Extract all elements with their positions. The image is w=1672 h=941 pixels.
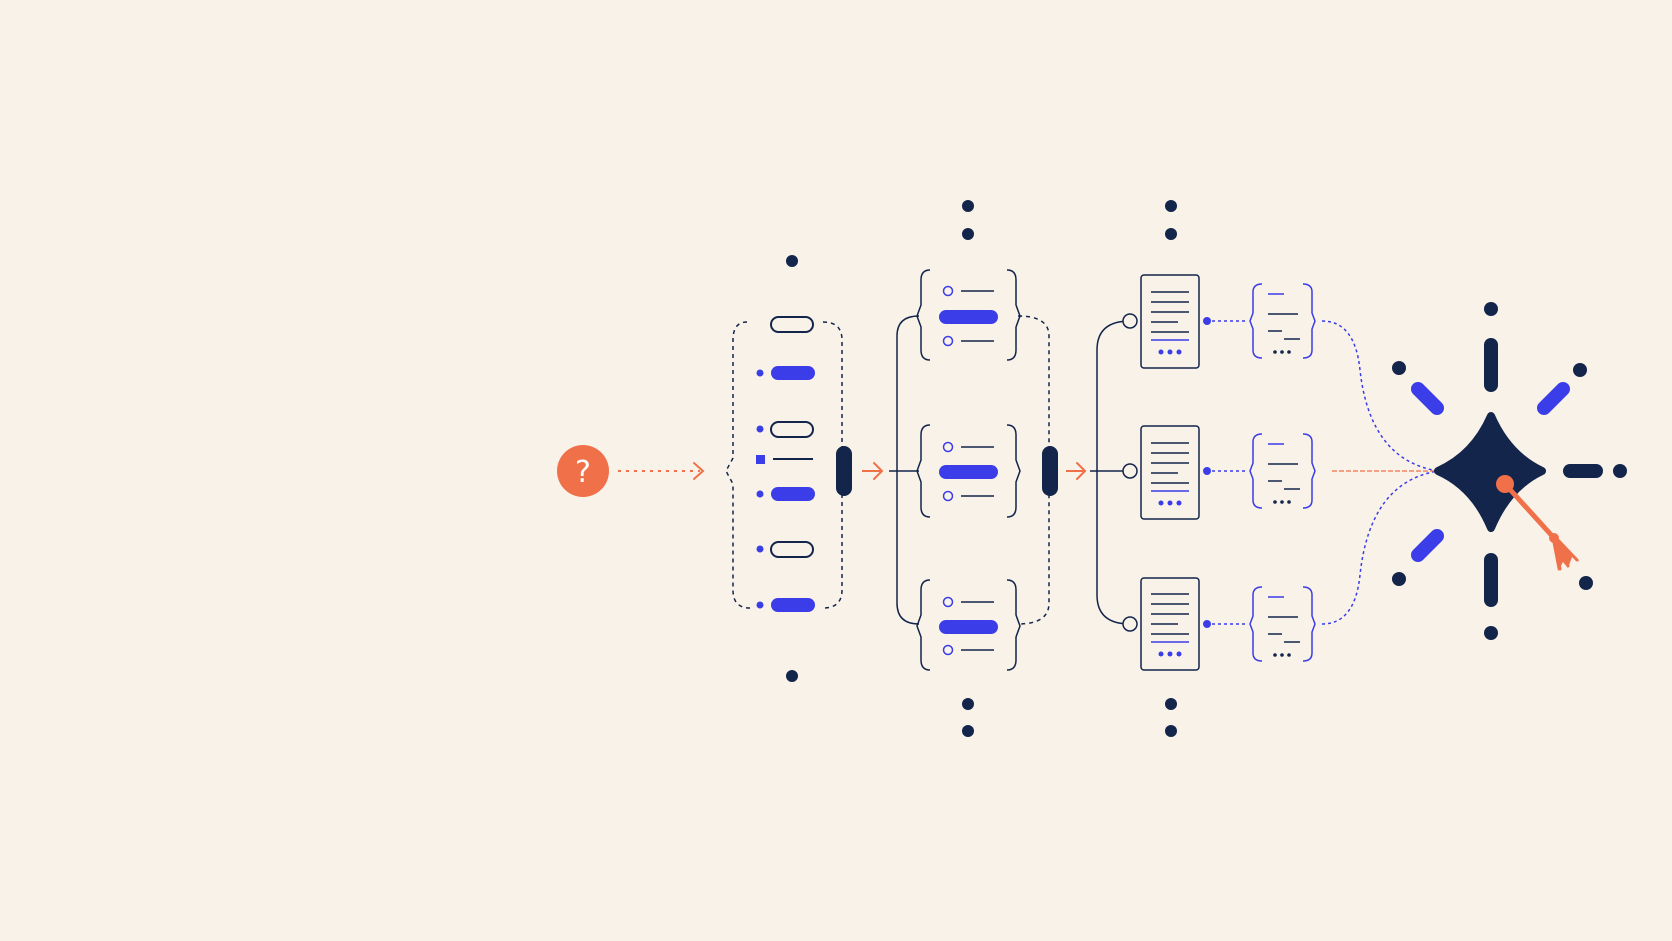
ray-dot: [1484, 302, 1498, 316]
question-circle: [557, 445, 609, 497]
four-point-star-with-tassel-icon: [1434, 412, 1546, 532]
radio-icon: [942, 335, 954, 347]
junction-bar: [1042, 446, 1058, 496]
snippet-card: [1249, 433, 1316, 509]
left-brace: [916, 269, 931, 361]
option-pill-outline: [770, 421, 814, 438]
question-mark-icon: ?: [575, 455, 591, 490]
ray-dot: [1484, 626, 1498, 640]
left-brace: [725, 321, 751, 609]
stage-2-column: [889, 200, 1050, 737]
ray-bar-accent: [1411, 382, 1444, 415]
ray-bar-accent: [1537, 382, 1570, 415]
option-pill-filled: [771, 598, 815, 612]
right-brace: [1006, 579, 1021, 671]
selected-pill: [939, 465, 998, 479]
junction-bar: [836, 446, 852, 496]
ray-dot: [1392, 361, 1406, 375]
stage-3-column: [1090, 200, 1248, 737]
output-node: [1392, 302, 1627, 640]
ellipsis-dot: [1165, 228, 1177, 240]
ellipsis-dot: [1165, 200, 1177, 212]
connector-node: [1122, 616, 1138, 632]
candidate-group: [916, 269, 1021, 361]
ray-bar-accent: [1411, 529, 1444, 562]
ray-dot: [1613, 464, 1627, 478]
document-fan-bracket: [1096, 320, 1131, 625]
radio-icon: [942, 285, 954, 297]
ray-dot: [1573, 363, 1587, 377]
ray-bar: [1563, 464, 1603, 478]
ray-dot: [1392, 572, 1406, 586]
snippet-card: [1249, 283, 1316, 359]
left-brace: [916, 424, 931, 518]
connector-node: [1122, 463, 1138, 479]
ellipsis-dot: [786, 670, 798, 682]
right-brace: [1006, 269, 1021, 361]
option-dot: [756, 425, 764, 433]
group-bracket-left: [896, 315, 920, 625]
stage-4-column: [1249, 283, 1316, 662]
option-pill-outline: [770, 316, 814, 333]
ellipsis-dot: [1165, 698, 1177, 710]
ellipsis-dot: [962, 725, 974, 737]
ellipsis-dot: [962, 200, 974, 212]
left-brace: [916, 579, 931, 671]
option-pill-outline: [770, 541, 814, 558]
right-brace: [1006, 424, 1021, 518]
ray-bar: [1484, 553, 1498, 607]
document-card: [1140, 577, 1200, 671]
arrow-icon: [693, 462, 705, 480]
option-dot: [756, 490, 764, 498]
ellipsis-dot: [962, 698, 974, 710]
stage-1-column: [725, 255, 843, 682]
ellipsis-dot: [1165, 725, 1177, 737]
radio-icon: [942, 596, 954, 608]
radio-icon: [942, 490, 954, 502]
option-dot: [756, 369, 764, 377]
radio-icon: [942, 441, 954, 453]
snippet-card: [1249, 586, 1316, 662]
option-dot: [756, 545, 764, 553]
candidate-group: [916, 579, 1021, 671]
ray-bar: [1484, 338, 1498, 392]
option-pill-filled: [771, 487, 815, 501]
tassel-knot: [1496, 475, 1514, 493]
tassel-cord: [1502, 481, 1557, 541]
document-card: [1140, 425, 1200, 520]
document-icon: [1140, 577, 1200, 671]
option-dot: [756, 601, 764, 609]
selected-pill: [939, 310, 998, 324]
ellipsis-dot: [962, 228, 974, 240]
convergence-links: [1321, 320, 1439, 625]
candidate-group: [916, 424, 1021, 518]
document-icon: [1140, 425, 1200, 520]
group-bracket-right: [1017, 315, 1050, 625]
ellipsis-dot: [786, 255, 798, 267]
option-square: [756, 455, 765, 464]
question-node: ?: [557, 445, 609, 497]
ray-dot: [1579, 576, 1593, 590]
radio-icon: [942, 644, 954, 656]
document-icon: [1140, 274, 1200, 369]
arrow-icon: [873, 462, 884, 480]
document-to-snippet-links: [1203, 317, 1248, 628]
document-card: [1140, 274, 1200, 369]
option-pill-filled: [771, 366, 815, 380]
arrow-icon: [1076, 462, 1087, 480]
connector-node: [1122, 313, 1138, 329]
selected-pill: [939, 620, 998, 634]
